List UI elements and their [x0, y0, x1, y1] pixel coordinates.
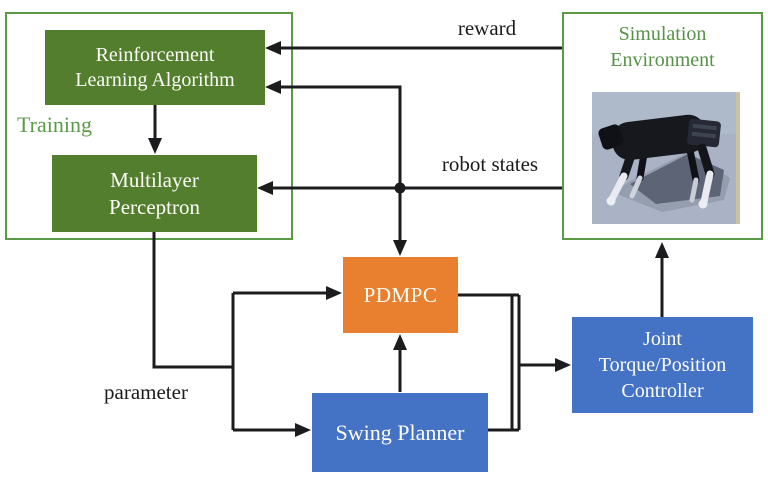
node-pdmpc: PDMPC — [343, 257, 458, 333]
node-reinforcement-learning-algorithm: Reinforcement Learning Algorithm — [45, 30, 265, 105]
edge-label-robot-states: robot states — [441, 152, 539, 176]
node-label-line: Controller — [621, 380, 704, 402]
robot-body — [612, 114, 707, 161]
arrowhead-states-to-pdmpc — [393, 240, 407, 256]
junction-dot — [394, 182, 406, 194]
node-label-line: Learning Algorithm — [75, 68, 235, 91]
edge-label-reward: reward — [457, 16, 517, 40]
simulation-title-line1: Simulation — [618, 23, 707, 45]
robot-front-shank — [608, 172, 628, 203]
edge-robot-states-to-rl-line — [279, 85, 402, 188]
arrowhead-reward — [265, 41, 281, 55]
simulation-group-title: Simulation Environment — [564, 21, 761, 73]
node-label-line: Reinforcement — [95, 43, 215, 66]
arrowhead-parameter-to-swing — [295, 423, 311, 437]
node-multilayer-perceptron: Multilayer Perceptron — [52, 155, 257, 232]
simulation-title-line2: Environment — [610, 49, 715, 71]
edge-parameter-line — [152, 232, 233, 369]
training-group-label: Training — [17, 112, 92, 137]
node-label-line: Perceptron — [109, 194, 200, 219]
node-label-line: Swing Planner — [335, 419, 465, 445]
arrowhead-to-joint — [555, 358, 571, 372]
robot-shadow — [630, 154, 724, 204]
node-swing-planner: Swing Planner — [312, 393, 488, 472]
robot-image — [592, 92, 740, 224]
arrowhead-joint-to-sim — [655, 242, 669, 258]
edge-label-parameter: parameter — [104, 380, 188, 404]
arrowhead-swing-to-pdmpc — [393, 334, 407, 350]
node-label-line: Torque/Position — [598, 354, 727, 376]
robot-rear-thigh — [697, 143, 715, 179]
robot-rear-shank — [700, 170, 714, 206]
node-label-line: Joint — [643, 328, 682, 350]
robot-head — [598, 124, 624, 150]
node-label-line: Multilayer — [110, 168, 199, 193]
arrowhead-robot-states — [257, 181, 273, 195]
node-label-line: PDMPC — [363, 282, 438, 307]
simulation-group-container: Simulation Environment — [562, 12, 763, 240]
arrowhead-rl-to-mlp — [148, 138, 162, 154]
edge-outputs-to-joint-line — [458, 293, 557, 432]
arrowhead-states-to-rl — [265, 80, 281, 94]
quadruped-robot-illustration — [592, 92, 740, 224]
node-joint-torque-position-controller: Joint Torque/Position Controller — [572, 317, 753, 413]
arrowhead-parameter-to-pdmpc — [326, 286, 342, 300]
